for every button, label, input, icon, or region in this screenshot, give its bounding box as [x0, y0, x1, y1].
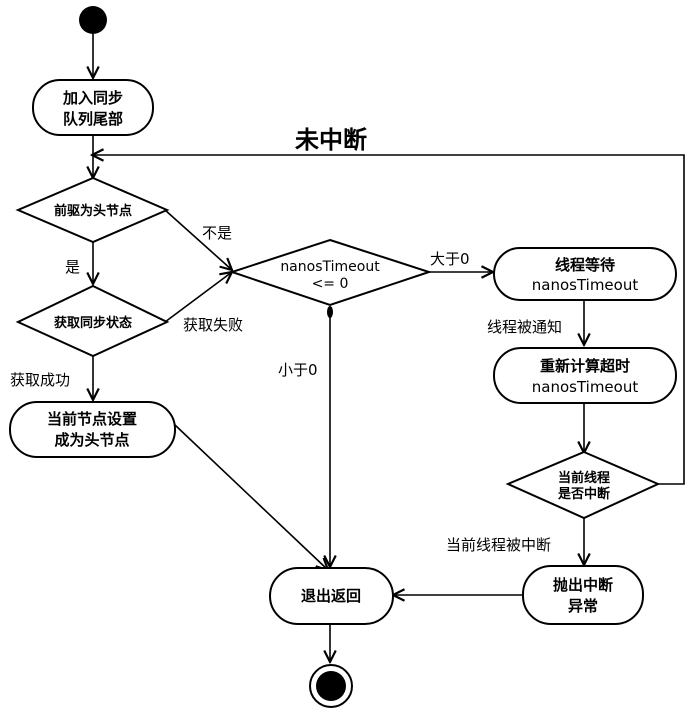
svg-text:获取同步状态: 获取同步状态	[54, 315, 132, 331]
edge-label-thread-notified: 线程被通知	[487, 318, 562, 336]
svg-text:成为头节点: 成为头节点	[54, 431, 129, 449]
branch-dot	[327, 306, 333, 318]
decision-pred-is-head: 前驱为头节点	[15, 176, 170, 244]
action-set-head: 当前节点设置 成为头节点	[9, 401, 176, 458]
edge-pred-not-head	[164, 209, 232, 270]
action-recompute-timeout: 重新计算超时 nanosTimeout	[493, 347, 677, 404]
edge-label-not-interrupted: 未中断	[295, 126, 367, 154]
edge-not-interrupted-loop	[92, 155, 685, 485]
edge-label-thread-interrupted: 当前线程被中断	[446, 536, 551, 554]
decision-nanos-timeout: nanosTimeout <= 0	[228, 238, 433, 307]
edge-acquire-failed	[164, 272, 232, 323]
edge-label-gt-zero: 大于0	[430, 250, 470, 268]
edge-sethead-to-exit	[174, 424, 328, 570]
edge-label-acquire-success: 获取成功	[10, 371, 70, 389]
svg-text:当前节点设置: 当前节点设置	[47, 410, 137, 428]
svg-text:退出返回: 退出返回	[301, 587, 361, 605]
svg-text:前驱为头节点: 前驱为头节点	[54, 203, 132, 219]
svg-text:nanosTimeout: nanosTimeout	[532, 276, 639, 294]
svg-text:抛出中断: 抛出中断	[553, 576, 613, 594]
decision-is-interrupted: 当前线程 是否中断	[505, 450, 661, 520]
svg-text:nanosTimeout: nanosTimeout	[280, 259, 380, 275]
svg-text:异常: 异常	[568, 597, 598, 615]
svg-text:重新计算超时: 重新计算超时	[540, 357, 630, 375]
svg-text:nanosTimeout: nanosTimeout	[532, 378, 639, 396]
svg-text:加入同步: 加入同步	[62, 89, 123, 107]
start-node	[79, 6, 107, 34]
svg-text:线程等待: 线程等待	[555, 256, 615, 274]
edges	[92, 34, 685, 662]
edge-label-lt-zero: 小于0	[278, 361, 318, 379]
edge-label-is-head: 是	[65, 258, 80, 276]
end-node	[309, 664, 353, 708]
action-exit-return: 退出返回	[269, 567, 394, 625]
action-thread-wait: 线程等待 nanosTimeout	[493, 247, 677, 301]
edge-label-not-head: 不是	[202, 224, 232, 242]
svg-text:队列尾部: 队列尾部	[63, 110, 123, 128]
action-throw-interrupt: 抛出中断 异常	[522, 565, 644, 625]
decision-acquire-sync-state: 获取同步状态	[15, 284, 170, 358]
svg-text:<= 0: <= 0	[312, 276, 349, 292]
svg-text:是否中断: 是否中断	[557, 486, 610, 502]
edge-label-acquire-failed: 获取失败	[183, 316, 243, 334]
svg-text:当前线程: 当前线程	[558, 470, 610, 486]
action-enqueue: 加入同步 队列尾部	[32, 79, 154, 136]
